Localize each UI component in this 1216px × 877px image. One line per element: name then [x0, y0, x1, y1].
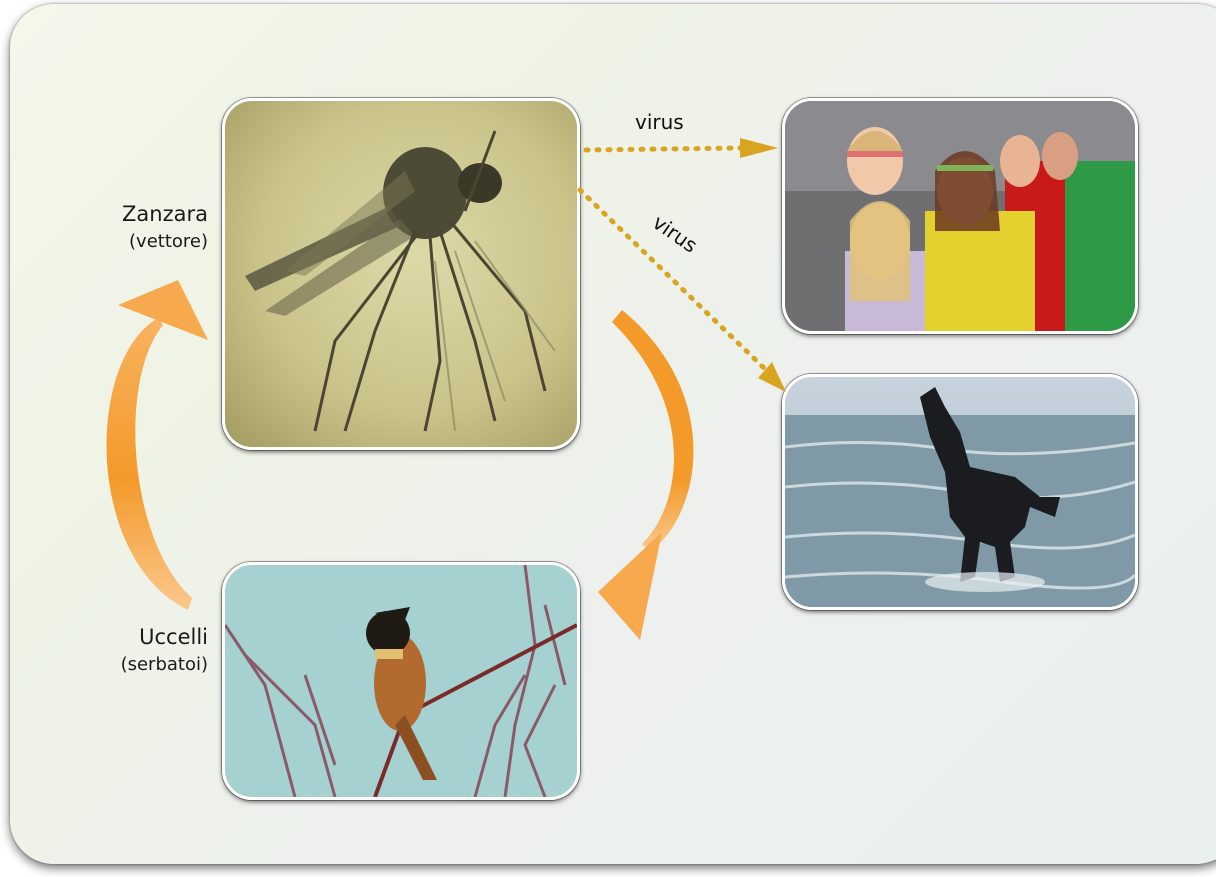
- virus-label-humans: virus: [635, 110, 684, 134]
- horse-image: [785, 377, 1135, 607]
- bird-image: [225, 565, 577, 797]
- reservoir-role: (serbatoi): [60, 651, 208, 679]
- children-photo: [782, 98, 1138, 334]
- mosquito-photo: [222, 98, 580, 450]
- vector-role: (vettore): [60, 228, 208, 256]
- reservoir-label: Uccelli (serbatoi): [60, 623, 208, 679]
- horse-photo: [782, 374, 1138, 610]
- children-image: [785, 101, 1135, 331]
- reservoir-name: Uccelli: [60, 623, 208, 651]
- mosquito-image: [225, 101, 577, 447]
- bird-photo: [222, 562, 580, 800]
- vector-name: Zanzara: [60, 200, 208, 228]
- vector-label: Zanzara (vettore): [60, 200, 208, 256]
